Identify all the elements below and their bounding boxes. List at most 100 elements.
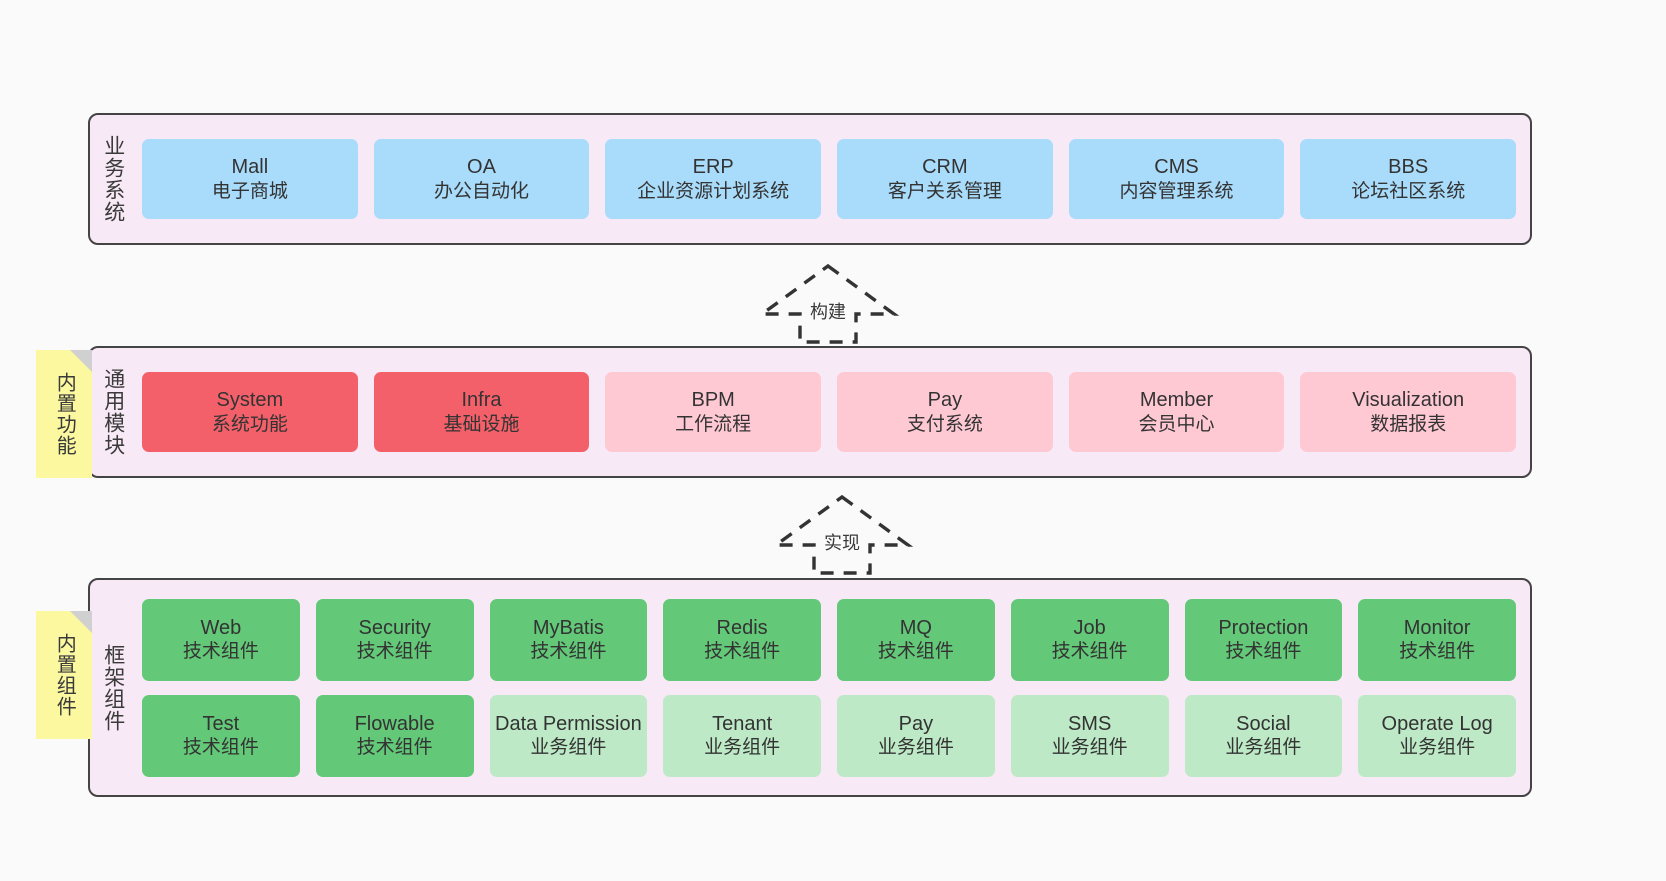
- card-sms[interactable]: SMS 业务组件: [1010, 694, 1169, 777]
- card-title-en: Redis: [716, 616, 768, 639]
- card-redis[interactable]: Redis 技术组件: [663, 598, 821, 681]
- card-monitor[interactable]: Monitor 技术组件: [1358, 598, 1516, 681]
- layer-title-common-module: 通用模块: [101, 368, 125, 456]
- card-infra[interactable]: Infra 基础设施: [373, 372, 590, 452]
- card-title-en: Monitor: [1403, 616, 1471, 639]
- card-title-cn: 工作流程: [675, 413, 752, 435]
- card-title-cn: 论坛社区系统: [1351, 180, 1466, 202]
- note-builtin-component: 内置组件: [36, 611, 92, 739]
- connector-label-implement: 实现: [824, 533, 860, 553]
- card-title-en: Job: [1073, 616, 1106, 639]
- card-title-cn: 基础设施: [443, 413, 520, 435]
- card-title-en: Security: [358, 616, 431, 639]
- card-title-en: SMS: [1067, 712, 1112, 735]
- card-title-en: Social: [1236, 712, 1291, 735]
- card-pay-business[interactable]: Pay 业务组件: [837, 694, 995, 777]
- card-title-en: Data Permission: [495, 712, 642, 735]
- card-title-cn: 技术组件: [182, 737, 259, 759]
- card-tenant[interactable]: Tenant 业务组件: [663, 694, 821, 777]
- card-row: Mall 电子商城 OA 办公自动化 ERP 企业资源计划系统 CRM 客户关系…: [142, 139, 1517, 219]
- card-job[interactable]: Job 技术组件: [1010, 598, 1169, 681]
- card-title-en: MQ: [899, 616, 932, 639]
- card-title-en: Visualization: [1352, 389, 1465, 412]
- card-title-cn: 业务组件: [704, 737, 781, 759]
- layer-title-business-system: 业务系统: [101, 135, 125, 223]
- card-pay[interactable]: Pay 支付系统: [837, 372, 1053, 452]
- card-title-cn: 系统功能: [211, 413, 288, 435]
- layer-common-module: 通用模块 System 系统功能 Infra 基础设施 BPM 工作流程 Pay…: [88, 346, 1532, 478]
- card-title-en: CRM: [922, 156, 968, 179]
- layer-framework-component: 框架组件 Web 技术组件 Security 技术组件 MyBatis 技术组件: [88, 578, 1532, 797]
- card-title-cn: 企业资源计划系统: [637, 180, 790, 202]
- card-title-cn: 业务组件: [1051, 737, 1128, 759]
- card-title-en: BPM: [691, 389, 735, 412]
- card-title-en: Test: [202, 712, 240, 735]
- note-builtin-function: 内置功能: [36, 350, 92, 478]
- card-bbs[interactable]: BBS 论坛社区系统: [1300, 139, 1517, 219]
- card-title-cn: 业务组件: [1399, 737, 1476, 759]
- card-system[interactable]: System 系统功能: [142, 372, 358, 452]
- card-title-cn: 电子商城: [211, 180, 288, 202]
- layer-body-business-system: Mall 电子商城 OA 办公自动化 ERP 企业资源计划系统 CRM 客户关系…: [136, 115, 1530, 243]
- card-title-en: Protection: [1218, 616, 1309, 639]
- card-rows: Web 技术组件 Security 技术组件 MyBatis 技术组件 Redi…: [142, 598, 1516, 777]
- card-title-en: Web: [200, 616, 242, 639]
- card-mq[interactable]: MQ 技术组件: [837, 598, 995, 681]
- card-web[interactable]: Web 技术组件: [142, 598, 300, 681]
- note-label: 内置功能: [53, 372, 76, 456]
- card-title-en: Flowable: [354, 712, 435, 735]
- dashed-generalization-arrow-icon: [756, 263, 900, 344]
- card-row: Test 技术组件 Flowable 技术组件 Data Permission …: [142, 694, 1516, 777]
- card-title-cn: 技术组件: [530, 641, 607, 663]
- card-title-cn: 数据报表: [1370, 413, 1447, 435]
- layer-title-framework-component: 框架组件: [101, 643, 125, 732]
- card-title-cn: 技术组件: [704, 641, 781, 663]
- card-title-cn: 技术组件: [356, 737, 433, 759]
- card-member[interactable]: Member 会员中心: [1068, 372, 1285, 452]
- card-data-permission[interactable]: Data Permission 业务组件: [489, 694, 648, 777]
- card-title-cn: 支付系统: [906, 413, 983, 435]
- card-visualization[interactable]: Visualization 数据报表: [1300, 372, 1517, 452]
- card-oa[interactable]: OA 办公自动化: [373, 139, 590, 219]
- card-title-cn: 业务组件: [877, 737, 954, 759]
- card-security[interactable]: Security 技术组件: [315, 598, 474, 681]
- card-cms[interactable]: CMS 内容管理系统: [1068, 139, 1285, 219]
- card-title-en: Mall: [231, 156, 269, 179]
- card-title-en: ERP: [692, 156, 734, 179]
- card-mall[interactable]: Mall 电子商城: [142, 139, 358, 219]
- card-title-en: Pay: [898, 712, 934, 735]
- card-bpm[interactable]: BPM 工作流程: [605, 372, 822, 452]
- card-title-en: Pay: [927, 389, 963, 412]
- card-title-cn: 技术组件: [356, 641, 433, 663]
- card-operate-log[interactable]: Operate Log 业务组件: [1358, 694, 1516, 777]
- card-title-cn: 技术组件: [182, 641, 259, 663]
- dashed-generalization-arrow-icon: [770, 494, 914, 575]
- card-title-en: Member: [1139, 389, 1214, 412]
- note-label: 内置组件: [53, 633, 76, 717]
- card-test[interactable]: Test 技术组件: [142, 694, 300, 777]
- card-crm[interactable]: CRM 客户关系管理: [837, 139, 1053, 219]
- connector-label-build: 构建: [810, 302, 846, 322]
- card-protection[interactable]: Protection 技术组件: [1184, 598, 1343, 681]
- card-title-cn: 技术组件: [1225, 641, 1302, 663]
- card-title-cn: 技术组件: [1399, 641, 1476, 663]
- card-mybatis[interactable]: MyBatis 技术组件: [489, 598, 648, 681]
- card-social[interactable]: Social 业务组件: [1184, 694, 1343, 777]
- card-title-en: System: [216, 389, 284, 412]
- connector-build: 构建: [756, 262, 900, 344]
- card-row: Web 技术组件 Security 技术组件 MyBatis 技术组件 Redi…: [142, 598, 1516, 681]
- card-title-cn: 内容管理系统: [1119, 180, 1234, 202]
- card-title-en: OA: [467, 156, 496, 179]
- card-title-en: Tenant: [712, 712, 773, 735]
- card-title-en: BBS: [1388, 156, 1429, 179]
- connector-implement: 实现: [770, 493, 914, 575]
- card-flowable[interactable]: Flowable 技术组件: [315, 694, 474, 777]
- card-title-en: Operate Log: [1381, 712, 1493, 735]
- card-title-cn: 办公自动化: [434, 180, 530, 202]
- layer-body-common-module: System 系统功能 Infra 基础设施 BPM 工作流程 Pay 支付系统…: [136, 348, 1530, 476]
- card-title-cn: 业务组件: [530, 737, 607, 759]
- card-title-cn: 技术组件: [877, 641, 954, 663]
- card-erp[interactable]: ERP 企业资源计划系统: [605, 139, 822, 219]
- card-title-en: CMS: [1154, 156, 1199, 179]
- card-title-cn: 业务组件: [1225, 737, 1302, 759]
